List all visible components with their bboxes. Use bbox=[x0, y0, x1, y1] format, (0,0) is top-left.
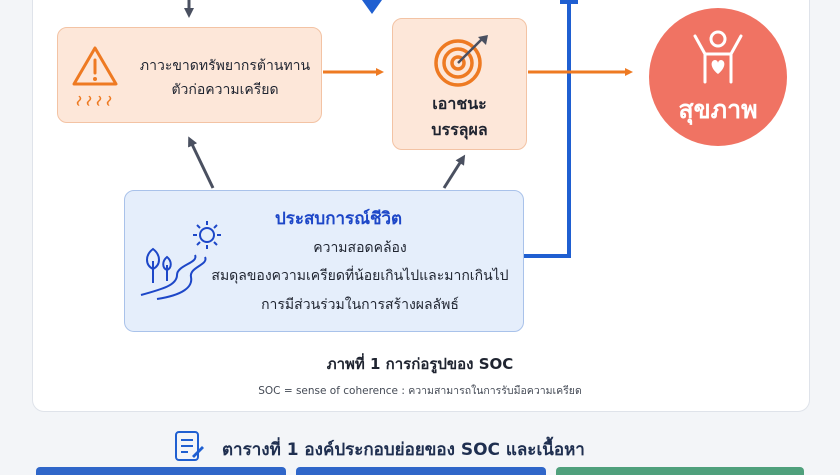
warning-icon bbox=[72, 46, 118, 106]
path-sun-icon bbox=[140, 221, 221, 300]
stress-resource-label: ภาวะขาดทรัพยากรต้านทาน ตัวก่อความเครียด bbox=[130, 54, 320, 102]
opportunity-line-2: บรรลุผล bbox=[431, 120, 488, 139]
overcome-achieve-label: เอาชนะ บรรลุผล bbox=[393, 91, 526, 143]
life-experience-box: ประสบการณ์ชีวิต ความสอดคล้อง สมดุลของควา… bbox=[124, 190, 524, 332]
life-item-balance: สมดุลของความเครียดที่น้อยเกินไปและมากเกิ… bbox=[211, 268, 509, 284]
stress-line-1: ภาวะขาดทรัพยากรต้านทาน bbox=[139, 58, 311, 74]
table-header-strip-2 bbox=[296, 467, 546, 475]
stress-resource-box: ภาวะขาดทรัพยากรต้านทาน ตัวก่อความเครียด bbox=[57, 27, 322, 123]
opportunity-line-1: เอาชนะ bbox=[432, 94, 487, 113]
arrow-life-to-opportunity bbox=[442, 154, 466, 189]
blue-connector bbox=[524, 2, 571, 258]
arrow-life-to-stress bbox=[188, 136, 215, 189]
stress-line-2: ตัวก่อความเครียด bbox=[171, 82, 279, 98]
person-heart-icon bbox=[693, 30, 743, 84]
table-heading: ตารางที่ 1 องค์ประกอบย่อยของ SOC และเนื้… bbox=[170, 430, 690, 461]
figure-caption-title: ภาพที่ 1 การก่อรูปของ SOC bbox=[326, 355, 514, 373]
target-icon bbox=[434, 35, 488, 87]
table-header-strip-3 bbox=[556, 467, 804, 475]
table-header-strip-1 bbox=[36, 467, 286, 475]
life-item-participation: การมีส่วนร่วมในการสร้างผลลัพธ์ bbox=[261, 297, 459, 313]
document-icon bbox=[175, 431, 204, 461]
blue-arrowhead-top bbox=[362, 0, 382, 14]
figure-caption-note: SOC = sense of coherence : ความสามารถในก… bbox=[258, 385, 582, 397]
health-circle: สุขภาพ bbox=[649, 8, 787, 146]
overcome-achieve-box: เอาชนะ บรรลุผล bbox=[392, 18, 527, 150]
health-label: สุขภาพ bbox=[678, 95, 758, 124]
life-item-consistency: ความสอดคล้อง bbox=[313, 240, 407, 256]
life-experience-title: ประสบการณ์ชีวิต bbox=[275, 209, 403, 229]
table-heading-text: ตารางที่ 1 องค์ประกอบย่อยของ SOC และเนื้… bbox=[222, 440, 585, 460]
